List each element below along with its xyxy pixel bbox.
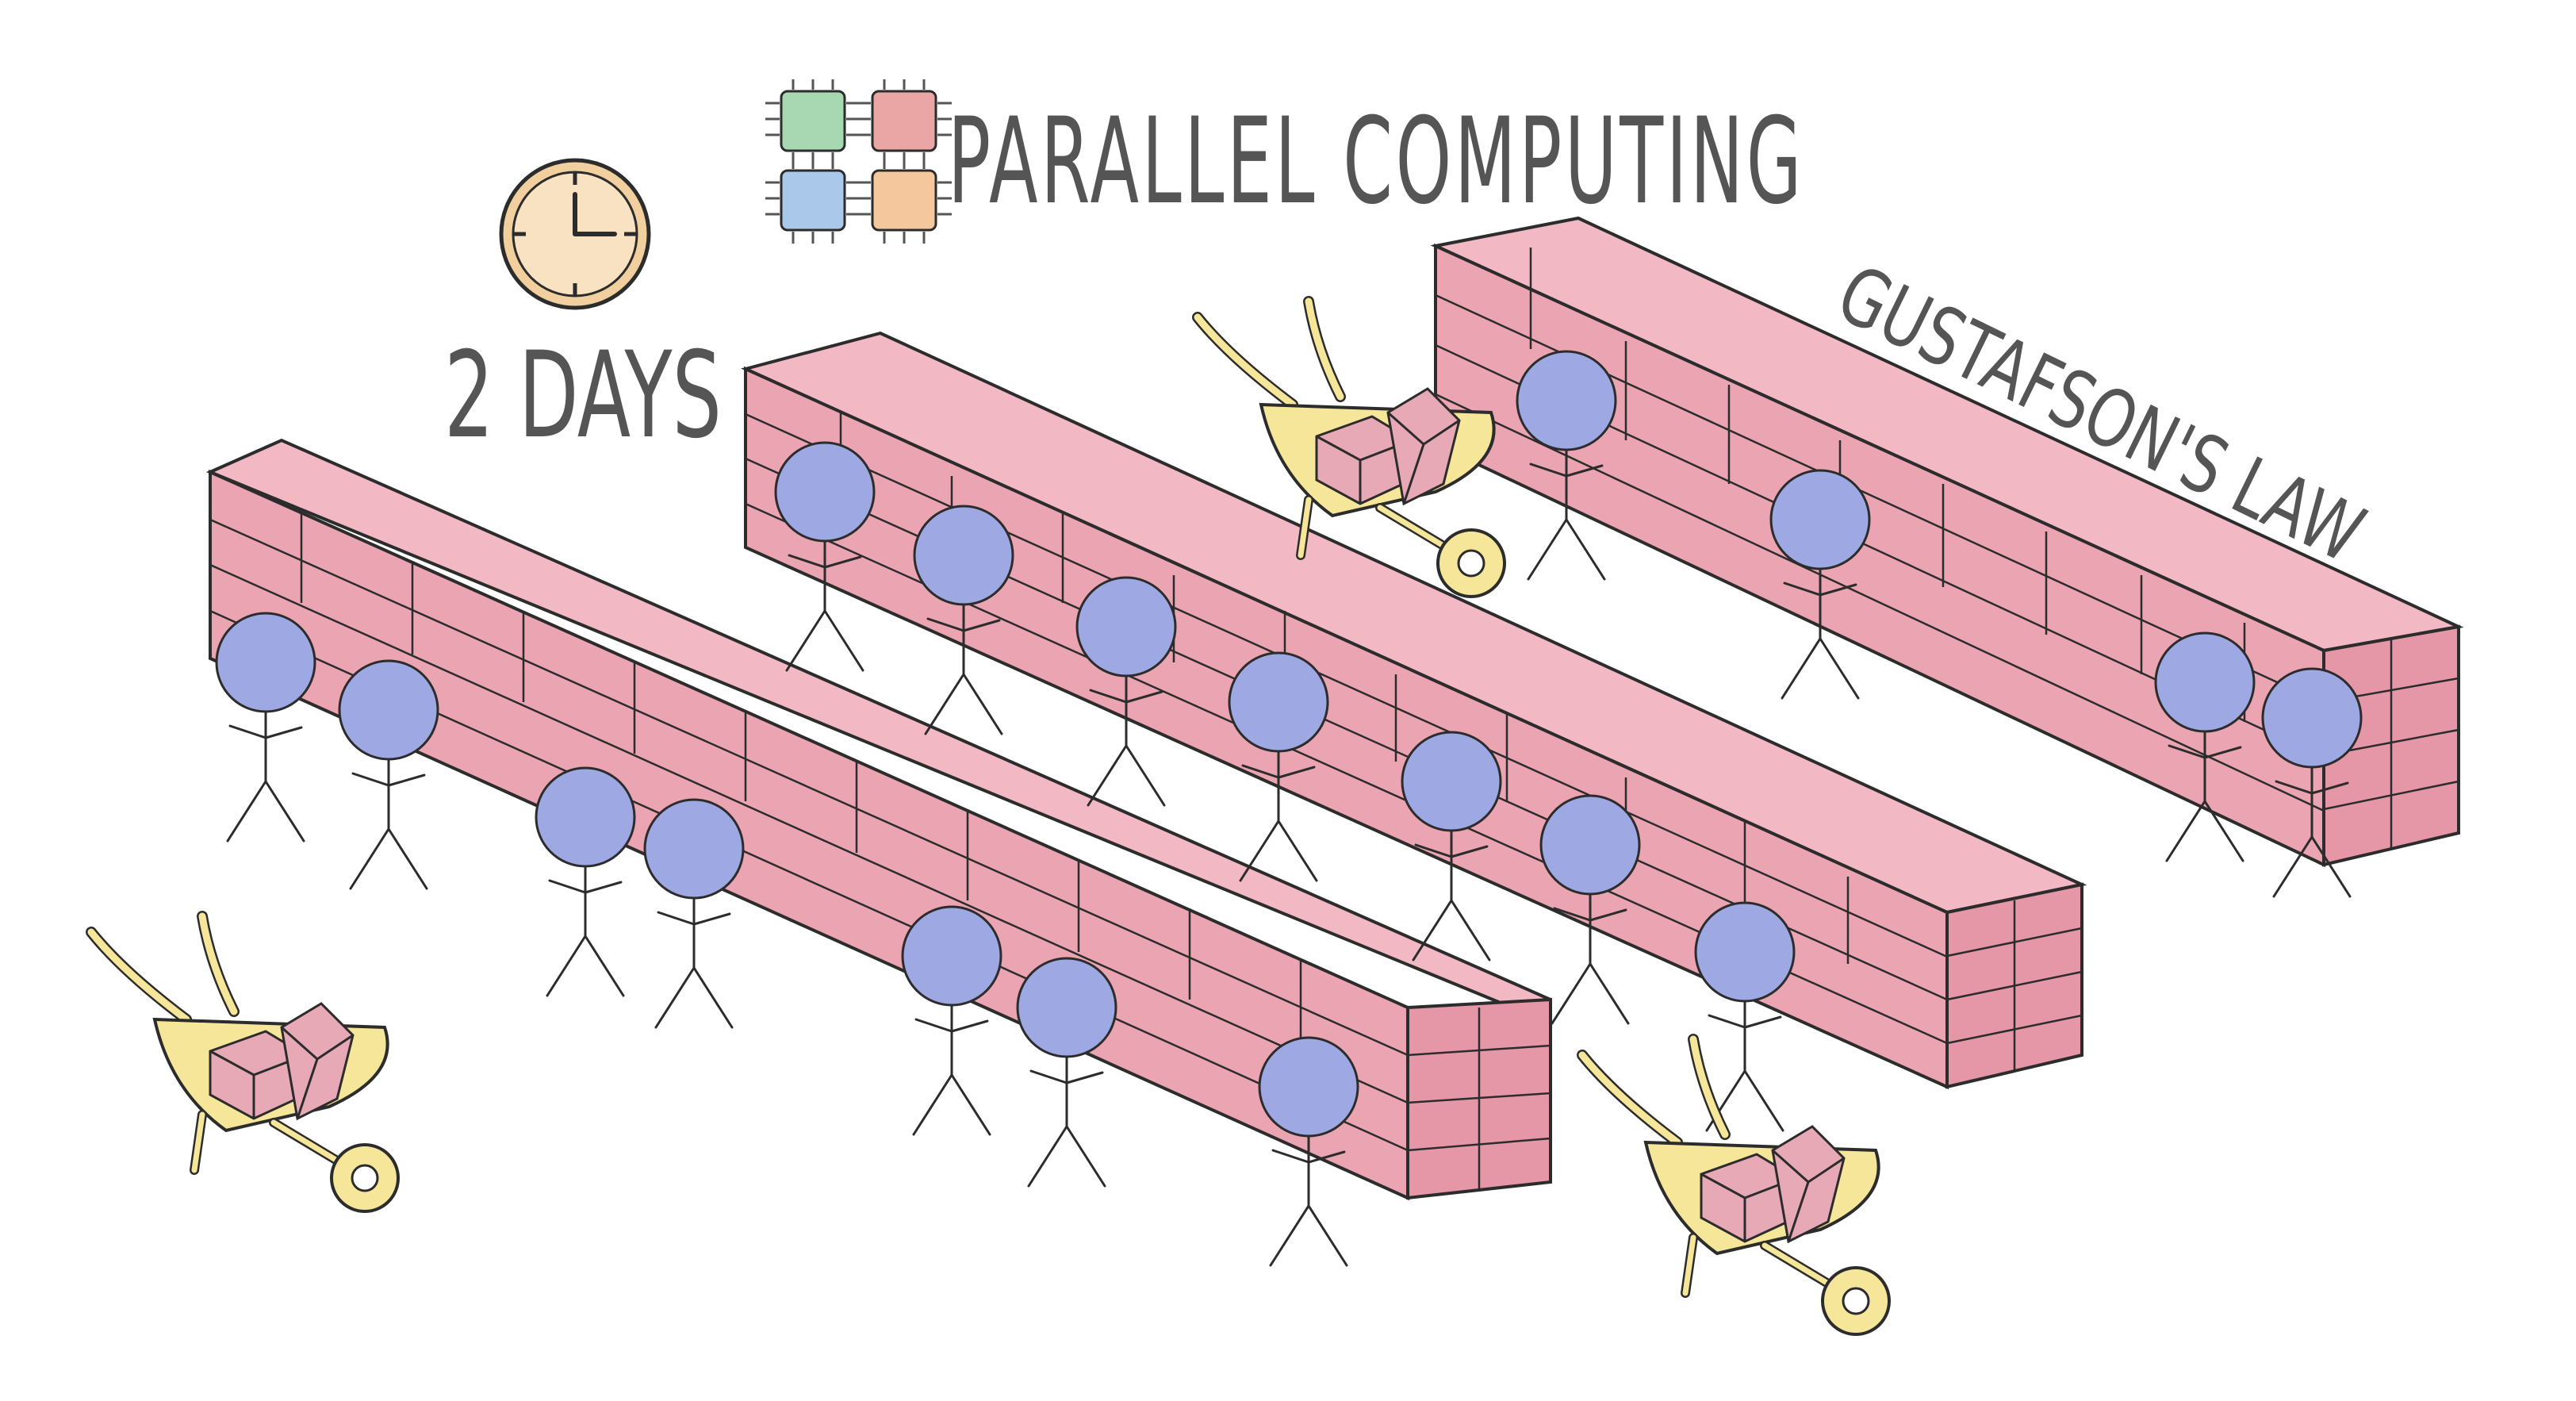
worker-figure	[535, 766, 636, 997]
worker-figure	[338, 659, 439, 890]
duration-label: 2 DAYS	[444, 327, 722, 465]
worker-figure	[2154, 631, 2256, 862]
worker-figure	[913, 505, 1014, 735]
brick-wall-back	[1430, 216, 2464, 868]
worker-figure	[1769, 469, 1871, 700]
worker-figure	[1016, 957, 1117, 1188]
page-title: PARALLEL COMPUTING	[948, 93, 1804, 231]
worker-figure	[1258, 1036, 1359, 1267]
worker-figure	[2261, 667, 2363, 898]
worker-figure	[901, 905, 1002, 1136]
worker-figure	[215, 612, 316, 843]
worker-figure	[1075, 576, 1177, 807]
worker-figure	[774, 441, 876, 672]
clock-icon	[499, 158, 651, 310]
wheelbarrow-icon	[91, 916, 398, 1211]
worker-figure	[1228, 651, 1329, 882]
worker-figure	[1401, 731, 1502, 962]
worker-figure	[643, 798, 745, 1029]
brick-wall-middle	[741, 331, 2087, 1090]
worker-figure	[1516, 350, 1617, 581]
worker-figure	[1539, 794, 1641, 1025]
cpu-chips-icon	[765, 79, 952, 244]
